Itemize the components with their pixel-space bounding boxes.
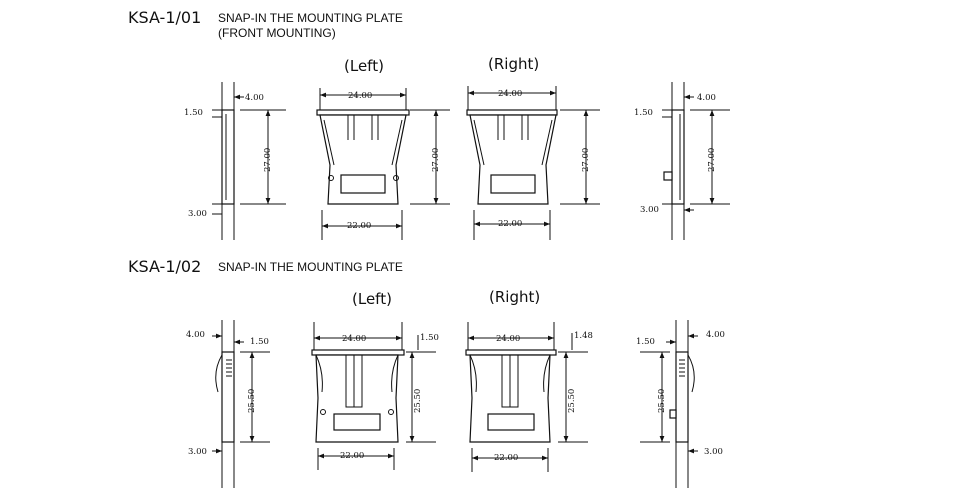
dim-offset-bottom-1b: 3.00 — [640, 205, 659, 215]
dim-width-bottom-left-1: 22.00 — [347, 221, 371, 231]
model-description-1: SNAP-IN THE MOUNTING PLATE — [218, 11, 403, 25]
dim-width-top-right-2: 24.00 — [496, 334, 520, 344]
dim-width-bottom-right-1: 22.00 — [498, 219, 522, 229]
plate-front-left-1 — [316, 88, 450, 240]
dim-height-1a: 27.00 — [263, 148, 273, 172]
dim-height-2b: 25.50 — [657, 389, 667, 413]
dim-offset-top-1a: 1.50 — [184, 108, 203, 118]
dim-thickness-top-1b: 4.00 — [697, 93, 716, 103]
plate-front-right-1 — [466, 86, 600, 240]
dim-thickness-top-2a: 4.00 — [186, 330, 205, 340]
dim-offset-bottom-2b: 3.00 — [704, 447, 723, 457]
dim-offset-bottom-1a: 3.00 — [188, 209, 207, 219]
view-label-right-1: (Right) — [488, 55, 540, 73]
dim-offset-top-right-2: 1.48 — [574, 331, 593, 341]
side-profile-view-1a — [212, 82, 244, 240]
dim-width-bottom-left-2: 22.00 — [340, 451, 364, 461]
dim-thickness-top-1a: 4.00 — [245, 93, 264, 103]
dim-offset-top-2b: 1.50 — [636, 337, 655, 347]
plate-front-right-2 — [465, 322, 588, 472]
dim-height-right-1: 27.00 — [581, 148, 591, 172]
view-label-left-2: (Left) — [352, 290, 392, 308]
dim-offset-top-2a: 1.50 — [250, 337, 269, 347]
dim-offset-top-1b: 1.50 — [634, 108, 653, 118]
dim-width-top-left-1: 24.00 — [348, 91, 372, 101]
dim-offset-bottom-2a: 3.00 — [188, 447, 207, 457]
dim-height-1b: 27.00 — [707, 148, 717, 172]
model-description-2: SNAP-IN THE MOUNTING PLATE — [218, 260, 403, 274]
dim-width-top-right-1: 24.00 — [498, 89, 522, 99]
model-title-2: KSA-1/02 — [128, 257, 202, 276]
view-label-left-1: (Left) — [344, 57, 384, 75]
dim-offset-top-left-2: 1.50 — [420, 333, 439, 343]
side-profile-view-2b — [640, 320, 698, 488]
view-label-right-2: (Right) — [489, 288, 541, 306]
dim-height-left-2: 25.50 — [413, 389, 423, 413]
dim-width-top-left-2: 24.00 — [342, 334, 366, 344]
dim-width-bottom-right-2: 22.00 — [494, 453, 518, 463]
plate-front-left-2 — [311, 322, 436, 470]
dim-thickness-top-2b: 4.00 — [706, 330, 725, 340]
dim-height-2a: 25.50 — [247, 389, 257, 413]
dim-height-left-1: 27.00 — [431, 148, 441, 172]
model-description-1-line2: (FRONT MOUNTING) — [218, 26, 336, 40]
side-profile-view-2a — [212, 320, 270, 488]
model-title-1: KSA-1/01 — [128, 8, 202, 27]
dim-height-right-2: 25.50 — [567, 389, 577, 413]
side-profile-view-1b — [662, 82, 730, 240]
